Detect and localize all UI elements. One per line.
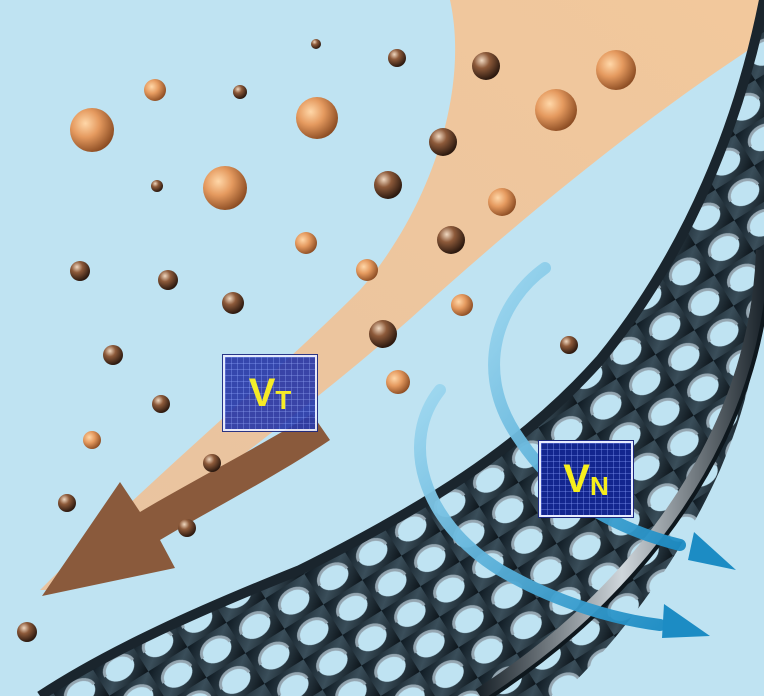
- particle: [386, 370, 410, 394]
- particle: [488, 188, 516, 216]
- particle: [151, 180, 163, 192]
- normal-flow-arrows: [414, 262, 736, 638]
- velocity-symbol: V: [248, 371, 276, 415]
- particle: [356, 259, 378, 281]
- particle: [158, 270, 178, 290]
- particle: [152, 395, 170, 413]
- particle: [70, 261, 90, 281]
- particle: [222, 292, 244, 314]
- particle: [295, 232, 317, 254]
- particle: [17, 622, 37, 642]
- particle: [451, 294, 473, 316]
- particle: [369, 320, 397, 348]
- particle: [296, 97, 338, 139]
- particle: [596, 50, 636, 90]
- particle: [83, 431, 101, 449]
- particle: [144, 79, 166, 101]
- normal-subscript: N: [589, 471, 609, 501]
- particle: [58, 494, 76, 512]
- particle: [388, 49, 406, 67]
- particle: [429, 128, 457, 156]
- tangential-flow-band: [40, 0, 764, 590]
- particle: [560, 336, 578, 354]
- particle: [70, 108, 114, 152]
- velocity-symbol: V: [563, 457, 590, 501]
- normal-flow-arrow: [662, 604, 710, 638]
- normal-flow-arrow: [688, 532, 736, 570]
- particle: [103, 345, 123, 365]
- particle: [535, 89, 577, 131]
- membrane-mesh: [37, 0, 764, 696]
- membrane-rim: [475, 249, 764, 696]
- particle: [178, 519, 196, 537]
- tangential-flow-arrow: [42, 414, 330, 596]
- particle: [233, 85, 247, 99]
- particles: [17, 39, 636, 671]
- particle: [203, 166, 247, 210]
- tangential-subscript: T: [275, 385, 292, 415]
- particle: [203, 454, 221, 472]
- particle: [437, 226, 465, 254]
- particle: [472, 52, 500, 80]
- particle: [374, 171, 402, 199]
- particle: [311, 39, 321, 49]
